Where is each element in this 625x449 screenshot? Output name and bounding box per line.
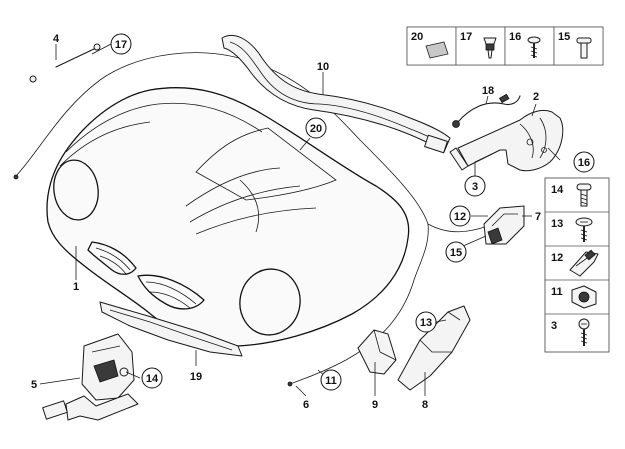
svg-text:14: 14	[146, 373, 159, 385]
svg-text:11: 11	[325, 375, 337, 387]
hood-seal-icon	[221, 35, 451, 154]
callout-9: 9	[372, 399, 378, 411]
screw-icon	[575, 217, 593, 242]
callout-16: 16	[573, 151, 595, 173]
callout-7: 7	[535, 211, 541, 223]
parts-legend-top: 20 17 16 15	[406, 26, 604, 66]
release-cable-icon	[452, 93, 521, 128]
legend-label-3: 3	[551, 320, 557, 332]
rubber-buffer-icon	[357, 305, 471, 391]
svg-text:3: 3	[472, 181, 478, 193]
bonnet-icon	[46, 87, 410, 347]
svg-text:16: 16	[578, 157, 590, 169]
callout-10: 10	[317, 61, 329, 73]
screw-icon	[527, 36, 541, 58]
screw-icon	[576, 183, 592, 207]
legend-label-11: 11	[551, 286, 563, 298]
legend-label-14: 14	[551, 184, 564, 196]
screw-icon	[578, 318, 590, 346]
callout-20: 20	[305, 117, 327, 139]
svg-text:17: 17	[115, 39, 127, 51]
leader-lines	[39, 43, 561, 397]
callout-13: 13	[415, 311, 437, 333]
callout-4: 4	[53, 33, 60, 45]
callout-17: 17	[110, 33, 132, 55]
callout-6: 6	[303, 399, 309, 411]
callout-5: 5	[31, 379, 37, 391]
insulation-pad-icon	[425, 41, 449, 59]
gas-strut-icon	[29, 43, 101, 83]
parts-legend-side: 14 13 12 11 3	[544, 177, 610, 353]
svg-text:13: 13	[420, 317, 432, 329]
legend-label-12: 12	[551, 252, 563, 264]
legend-label-15: 15	[558, 31, 570, 43]
callout-1: 1	[73, 281, 79, 293]
callout-11: 11	[320, 369, 342, 391]
callout-8: 8	[422, 399, 428, 411]
release-handle-icon	[483, 205, 525, 245]
svg-text:12: 12	[454, 211, 466, 223]
callout-15: 15	[445, 241, 467, 263]
callout-12: 12	[449, 205, 471, 227]
bracket-icon	[449, 109, 564, 172]
callout-2: 2	[533, 91, 539, 103]
legend-label-16: 16	[509, 31, 521, 43]
legend-label-13: 13	[551, 218, 563, 230]
legend-label-20: 20	[411, 31, 423, 43]
svg-text:15: 15	[450, 247, 462, 259]
callout-18: 18	[482, 85, 494, 97]
nut-icon	[571, 285, 597, 309]
callout-14: 14	[141, 367, 163, 389]
svg-text:20: 20	[310, 123, 322, 135]
callout-3: 3	[464, 175, 486, 197]
clip-icon	[483, 37, 497, 59]
callout-19: 19	[190, 371, 202, 383]
bonnet-lock-icon	[42, 333, 139, 421]
clip-icon	[569, 249, 599, 277]
legend-label-17: 17	[460, 31, 472, 43]
screw-icon	[576, 37, 592, 59]
